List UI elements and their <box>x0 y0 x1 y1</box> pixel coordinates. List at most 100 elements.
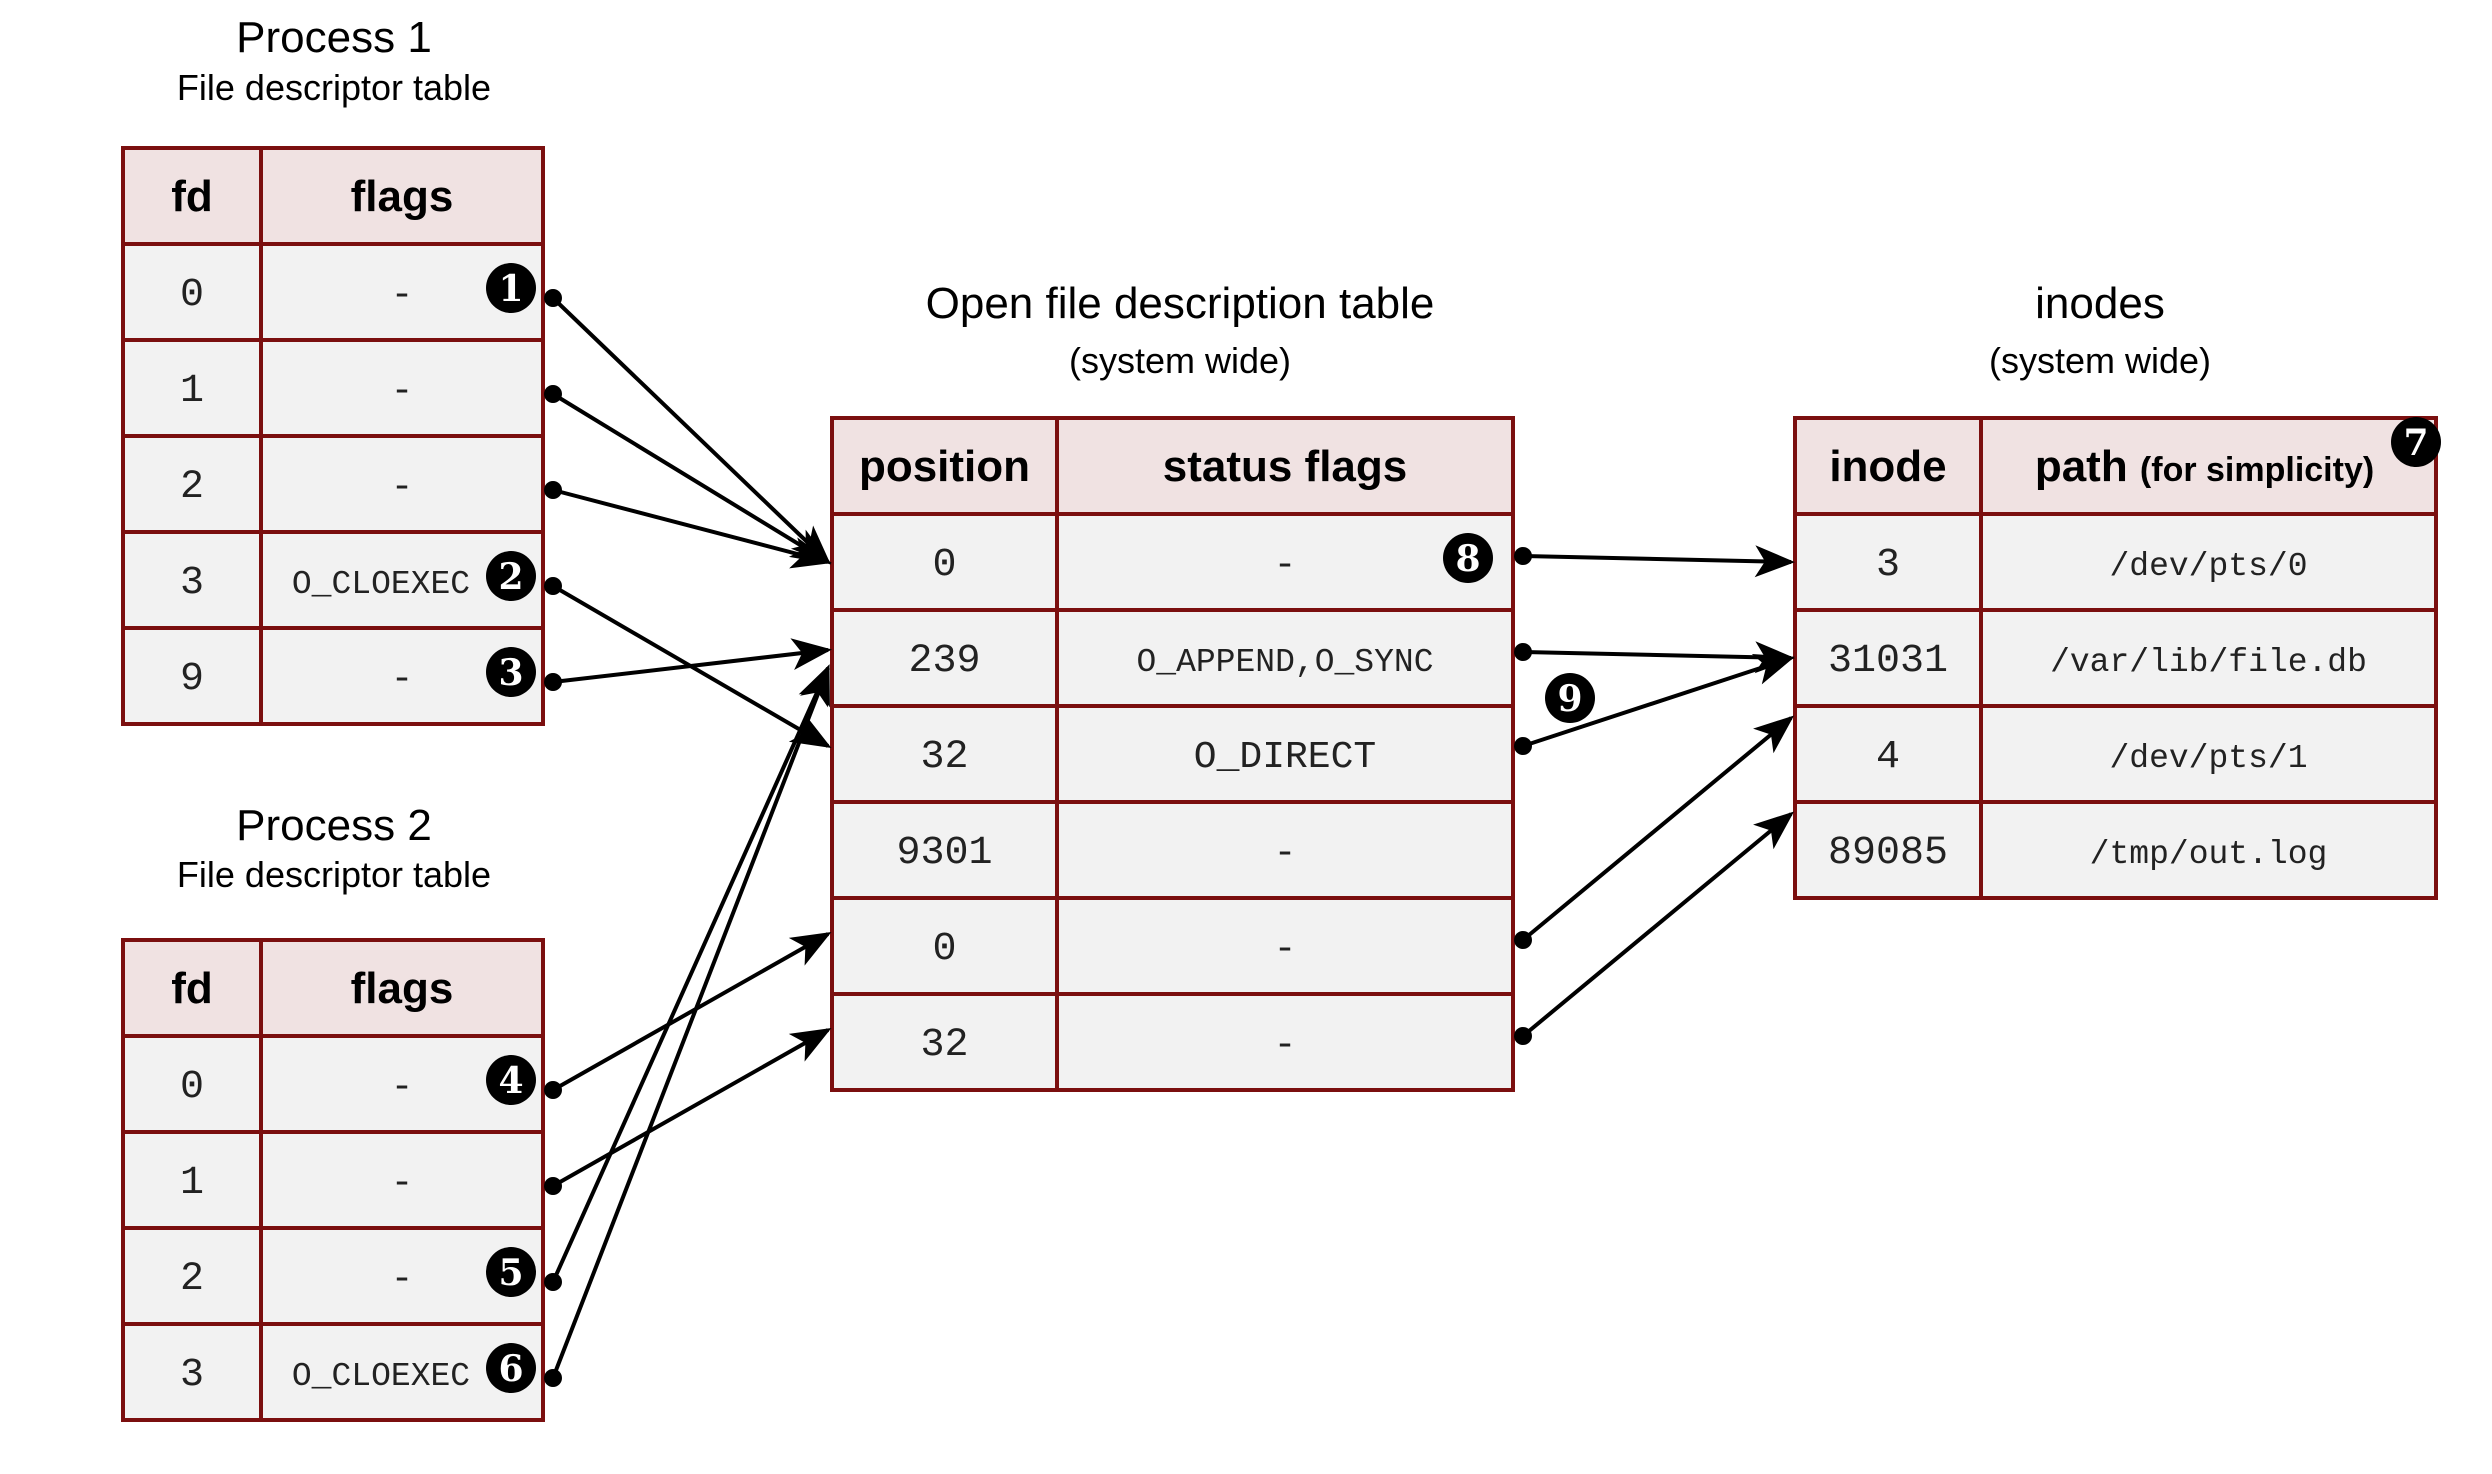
inodes-row-3-path: /tmp/out.log <box>2090 836 2328 873</box>
inodes-row-0-inode: 3 <box>1876 543 1900 588</box>
process1-header-1: flags <box>351 172 454 221</box>
open_files-row-2-status: O_DIRECT <box>1194 736 1376 779</box>
link-origin-dot <box>544 1369 562 1387</box>
badge-6-circle <box>486 1343 536 1393</box>
badge-3-label: 3 <box>498 652 523 694</box>
badge-8-circle <box>1443 533 1493 583</box>
link-process2-1-to-open_files-5 <box>544 1028 832 1195</box>
link-line <box>1521 715 1795 942</box>
process1-row-0-fd: 0 <box>180 273 204 318</box>
process1-row-2-fd: 2 <box>180 465 204 510</box>
inodes-title: inodes <box>2035 279 2165 328</box>
open_files-row-1-status: O_APPEND,O_SYNC <box>1136 644 1433 681</box>
link-origin-dot <box>544 481 562 499</box>
badge-9: 9 <box>1545 673 1595 723</box>
link-origin-dot <box>544 289 562 307</box>
badge-3-circle <box>486 647 536 697</box>
open_files-cell <box>830 800 1059 900</box>
open_files-cell <box>1055 512 1515 612</box>
link-line <box>551 296 831 565</box>
process1-header-cell <box>259 146 545 246</box>
open_files-row-3-position: 9301 <box>896 831 992 876</box>
process1-row-4-fd: 9 <box>180 657 204 702</box>
link-line <box>552 932 832 1092</box>
inodes-header-cell <box>1793 416 1983 516</box>
process1-cell <box>259 338 545 438</box>
open_files-header-cell <box>1055 416 1515 516</box>
link-open_files-4-to-inodes-2 <box>1514 715 1795 949</box>
inodes-cell <box>1979 608 2438 708</box>
process2-header-1: flags <box>351 964 454 1013</box>
badge-9-label: 9 <box>1557 678 1582 720</box>
open-files-subtitle: (system wide) <box>1069 340 1291 381</box>
open_files-cell <box>1055 608 1515 708</box>
link-process2-2-to-open_files-1 <box>544 664 830 1291</box>
link-origin-dot <box>544 673 562 691</box>
process1-cell <box>259 530 545 630</box>
link-origin-dot <box>544 385 562 403</box>
badge-5: 5 <box>486 1247 536 1297</box>
link-origin-dot <box>544 1177 562 1195</box>
inodes-cell <box>1793 704 1983 804</box>
badge-1: 1 <box>486 263 536 313</box>
open_files-row-0-status: - <box>1274 544 1297 587</box>
link-open_files-2-to-inodes-1 <box>1514 654 1795 755</box>
link-origin-dot <box>1514 931 1532 949</box>
open_files-cell <box>1055 704 1515 804</box>
link-process1-3-to-open_files-2 <box>544 577 832 749</box>
link-process1-1-to-open_files-0 <box>544 385 832 565</box>
inodes-row-1-path: /var/lib/file.db <box>2050 644 2367 681</box>
badge-2: 2 <box>486 551 536 601</box>
inodes-header-0: inode <box>1829 442 1946 491</box>
inodes-cell <box>1979 800 2438 900</box>
process2-cell <box>121 1226 263 1326</box>
open_files-row-5-status: - <box>1274 1024 1297 1067</box>
inodes-cell <box>1793 608 1983 708</box>
badge-2-label: 2 <box>498 556 523 598</box>
badge-7: 7 <box>2391 417 2441 467</box>
link-line <box>552 638 832 684</box>
process2-row-0-flags: - <box>391 1066 414 1109</box>
process1-row-4-flags: - <box>391 658 414 701</box>
process1-row-3-fd: 3 <box>180 561 204 606</box>
link-line <box>1521 811 1795 1038</box>
badge-4: 4 <box>486 1055 536 1105</box>
badge-7-label: 7 <box>2403 422 2428 464</box>
process2-row-1-fd: 1 <box>180 1161 204 1206</box>
badge-4-circle <box>486 1055 536 1105</box>
open_files-row-4-position: 0 <box>932 927 956 972</box>
link-line <box>551 664 830 1379</box>
process1-header-0: fd <box>171 172 213 221</box>
badge-9-circle <box>1545 673 1595 723</box>
link-process2-3-to-open_files-1 <box>544 664 830 1387</box>
inodes-row-0-path: /dev/pts/0 <box>2109 548 2307 585</box>
process1-subtitle: File descriptor table <box>177 67 491 108</box>
link-line <box>552 488 832 569</box>
process1-row-1-fd: 1 <box>180 369 204 414</box>
open_files-cell <box>830 608 1059 708</box>
link-process1-4-to-open_files-1 <box>544 638 832 691</box>
process2-row-2-fd: 2 <box>180 1257 204 1302</box>
inodes-row-1-inode: 31031 <box>1828 639 1948 684</box>
open_files-row-4-status: - <box>1274 928 1297 971</box>
open_files-row-3-status: - <box>1274 832 1297 875</box>
badge-8-label: 8 <box>1455 538 1480 580</box>
inodes-row-3-inode: 89085 <box>1828 831 1948 876</box>
link-process1-0-to-open_files-0 <box>544 289 831 565</box>
link-open_files-1-to-inodes-1 <box>1514 641 1795 674</box>
process2-subtitle: File descriptor table <box>177 854 491 895</box>
link-open_files-0-to-inodes-0 <box>1514 545 1795 578</box>
process2-row-1-flags: - <box>391 1162 414 1205</box>
inodes-cell <box>1793 800 1983 900</box>
open-files-title: Open file description table <box>926 279 1435 328</box>
inodes-row-2-path: /dev/pts/1 <box>2109 740 2307 777</box>
process2-cell <box>259 1034 545 1134</box>
process2-row-3-fd: 3 <box>180 1353 204 1398</box>
process2-title: Process 2 <box>236 801 432 850</box>
